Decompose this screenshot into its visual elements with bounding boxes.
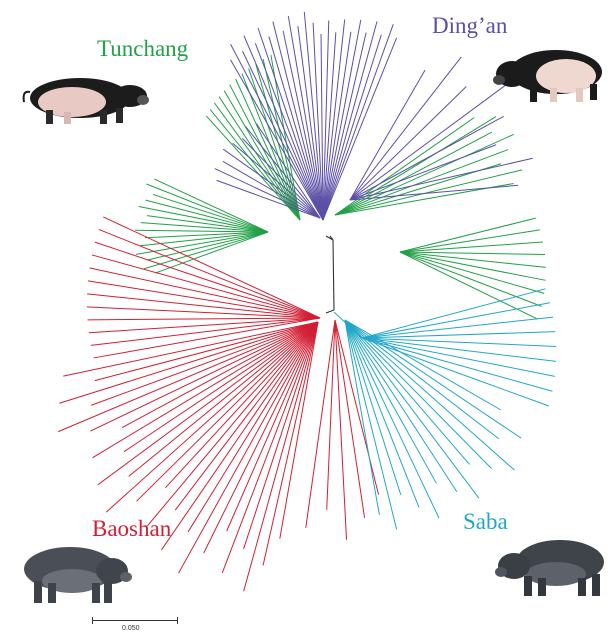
saba-branch bbox=[345, 320, 436, 483]
saba-pig-photo bbox=[494, 528, 612, 602]
baoshan-branch bbox=[161, 322, 318, 550]
baoshan-pig-photo bbox=[8, 535, 133, 610]
baoshan-branch bbox=[227, 322, 318, 531]
tunchang-branch bbox=[400, 252, 542, 306]
tunchang-label: Tunchang bbox=[97, 37, 188, 60]
baoshan-branch bbox=[98, 322, 318, 485]
tunchang-branch bbox=[249, 68, 300, 220]
baoshan-branch bbox=[91, 322, 318, 405]
trunk-segment bbox=[333, 240, 334, 310]
tunchang-branch bbox=[335, 134, 514, 215]
saba-branch bbox=[362, 338, 555, 376]
scale-bar-tick-left bbox=[92, 617, 93, 624]
tunchang-branch bbox=[400, 252, 546, 280]
tunchang-branch bbox=[144, 232, 268, 269]
tunchang-pig-photo bbox=[12, 66, 152, 128]
dingan-branch bbox=[350, 70, 425, 200]
baoshan-branch bbox=[93, 318, 320, 358]
dingan-branch bbox=[350, 87, 466, 200]
saba-branches bbox=[334, 289, 556, 530]
saba-label: Saba bbox=[463, 510, 508, 533]
tunchang-branches bbox=[135, 55, 546, 319]
tunchang-branch bbox=[139, 207, 268, 232]
baoshan-branch bbox=[58, 322, 318, 432]
baoshan-label: Baoshan bbox=[92, 517, 171, 540]
tunchang-branch bbox=[335, 150, 508, 215]
saba-branch bbox=[362, 289, 546, 338]
saba-branch bbox=[345, 320, 514, 470]
dingan-pig-photo bbox=[490, 38, 610, 108]
dingan-label: Ding’an bbox=[432, 14, 507, 37]
saba-branch bbox=[362, 338, 556, 346]
tunchang-branch bbox=[335, 117, 474, 215]
baoshan-branch bbox=[99, 229, 320, 318]
scale-bar-label: 0.050 bbox=[122, 625, 140, 632]
scale-bar bbox=[92, 617, 178, 625]
saba-branch bbox=[345, 320, 397, 529]
tree-trunk bbox=[326, 236, 334, 313]
saba-branch bbox=[345, 320, 501, 410]
baoshan-branch bbox=[335, 320, 347, 540]
saba-branch bbox=[362, 338, 556, 361]
scale-bar-tick-right bbox=[177, 617, 178, 624]
saba-branch bbox=[345, 320, 479, 498]
trunk-segment bbox=[326, 310, 334, 313]
saba-branch bbox=[345, 320, 521, 438]
saba-branch bbox=[345, 320, 439, 518]
baoshan-branch bbox=[90, 268, 320, 318]
baoshan-branch bbox=[124, 322, 318, 452]
dingan-branch bbox=[350, 116, 504, 200]
baoshan-branch bbox=[88, 318, 320, 320]
scale-bar-line bbox=[92, 620, 178, 621]
dingan-branch bbox=[350, 85, 506, 200]
tunchang-branch bbox=[400, 230, 540, 252]
